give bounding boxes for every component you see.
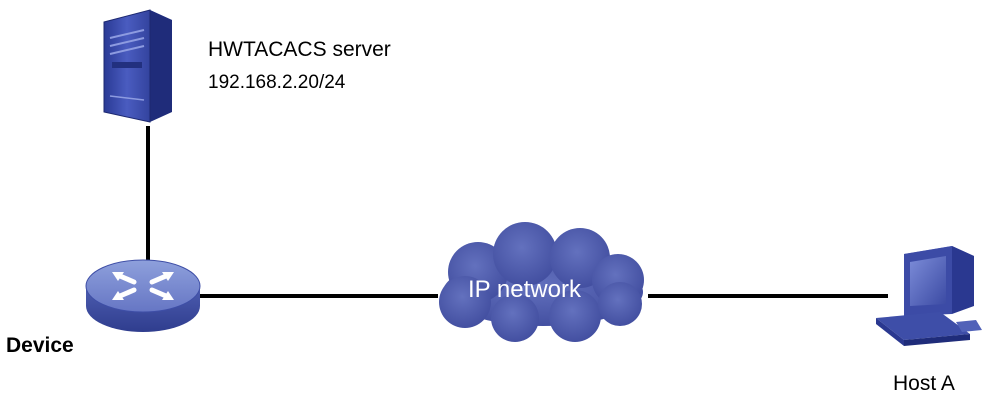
- server-ip-label: 192.168.2.20/24: [208, 72, 346, 93]
- device-name-label: Device: [6, 334, 74, 357]
- host-name-label: Host A: [893, 372, 955, 395]
- desktop-pc-icon: [876, 246, 982, 346]
- router-icon: [85, 259, 201, 332]
- cloud-label: IP network: [468, 276, 581, 303]
- server-name-label: HWTACACS server: [208, 38, 391, 61]
- cloud-icon: [439, 222, 644, 342]
- server-tower-icon: [103, 9, 172, 123]
